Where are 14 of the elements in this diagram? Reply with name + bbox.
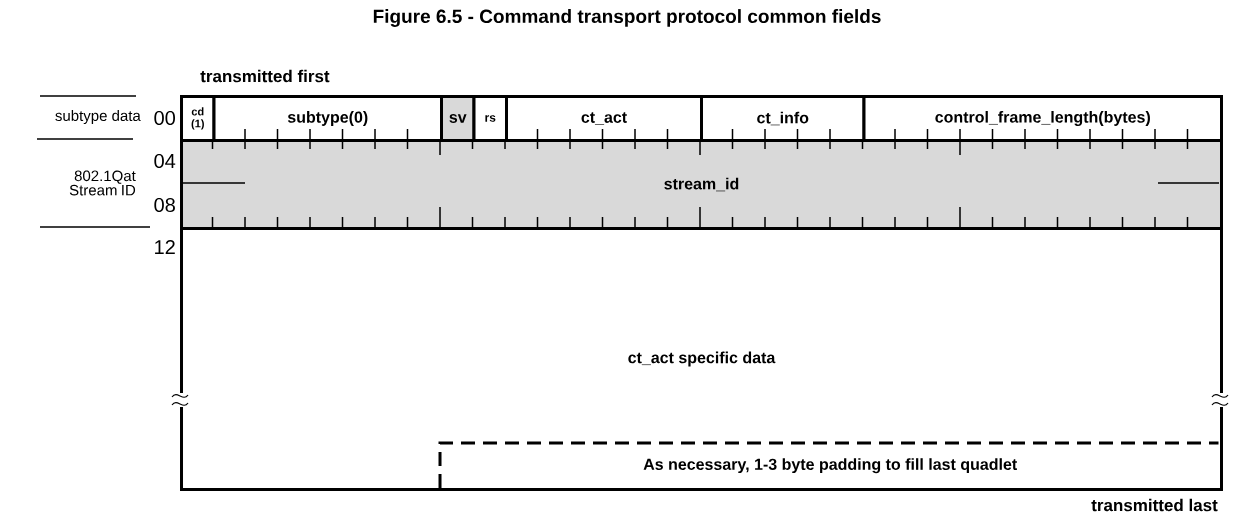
heading-label: transmitted first: [200, 69, 330, 83]
byte-offset: 04: [154, 153, 176, 169]
row-label: 802.1Qat Stream ID: [69, 170, 136, 196]
stream-id-field: stream_id: [180, 139, 1223, 230]
field-box: sv: [440, 95, 476, 142]
byte-offset: 12: [155, 240, 175, 254]
field-box: cd (1): [180, 95, 216, 142]
field-box: ct_info: [700, 95, 866, 142]
figure-title: Figure 6.5 - Command transport protocol common fields: [373, 9, 881, 27]
byte-offset: 08: [154, 197, 175, 213]
row-label: subtype data: [55, 110, 141, 124]
padding-box: As necessary, 1-3 byte padding to fill last quadlet: [438, 441, 1219, 488]
byte-offset: 00: [154, 110, 175, 126]
field-box: rs: [472, 95, 508, 142]
